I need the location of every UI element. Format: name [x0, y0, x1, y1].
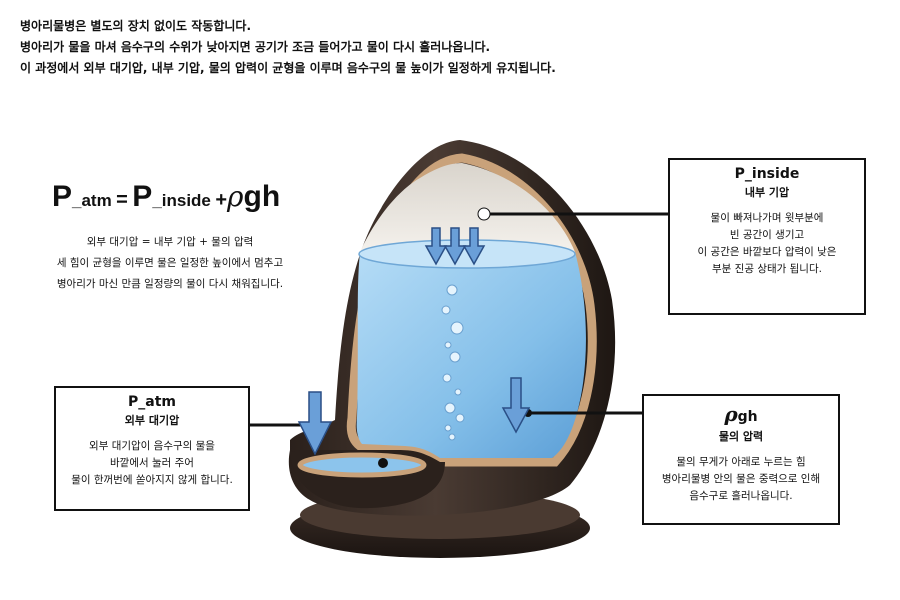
bubble	[444, 424, 452, 432]
callout-rhogh-line: 음수구로 흘러나옵니다.	[689, 490, 793, 502]
bubble	[450, 321, 464, 335]
water-body	[356, 252, 586, 458]
callout-inside-line: 이 공간은 바깥보다 압력이 낮은	[697, 246, 837, 258]
callout-rhogh-rho: ρ	[724, 402, 738, 426]
down-arrow-icon	[501, 377, 531, 434]
formula-explanation: 외부 대기압 = 내부 기압 + 물의 압력 세 힘이 균형을 이루면 물은 일…	[20, 232, 320, 295]
formula-atm-sub: _atm	[72, 191, 112, 210]
callout-rhogh-gh: gh	[737, 409, 758, 425]
callout-inside-subtitle: 내부 기압	[744, 186, 790, 199]
formula-inside-sub: _inside	[152, 191, 211, 210]
basin-opening	[378, 458, 388, 468]
bubble	[444, 402, 456, 414]
callout-rhogh-subtitle: 물의 압력	[718, 430, 764, 443]
callout-p-atm: P_atm 외부 대기압 외부 대기압이 음수구의 물을 바깥에서 눌러 주어 …	[54, 386, 250, 511]
formula-gh: gh	[243, 180, 281, 213]
down-arrow-icon	[443, 227, 467, 266]
water-surface	[358, 239, 576, 269]
bubble	[441, 305, 451, 315]
bubble	[454, 388, 462, 396]
callout-atm-line: 외부 대기압이 음수구의 물을	[89, 440, 215, 452]
formula-equals: =	[116, 189, 128, 211]
bubble	[444, 341, 452, 349]
callout-rhogh-body: 물의 무게가 아래로 누르는 힘 병아리물병 안의 물은 중력으로 인해 음수구…	[644, 454, 838, 505]
callout-atm-body: 외부 대기압이 음수구의 물을 바깥에서 눌러 주어 물이 한꺼번에 쏟아지지 …	[56, 438, 248, 489]
bubble	[442, 373, 452, 383]
bubble	[449, 351, 461, 363]
callout-inside-body: 물이 빠져나가며 윗부분에 빈 공간이 생기고 이 공간은 바깥보다 압력이 낮…	[670, 210, 864, 278]
formula-plus: +	[215, 189, 228, 211]
callout-inside-line: 물이 빠져나가며 윗부분에	[710, 212, 824, 224]
explain-line-2: 세 힘이 균형을 이루면 물은 일정한 높이에서 멈추고	[56, 257, 284, 269]
explain-line-1: 외부 대기압 = 내부 기압 + 물의 압력	[86, 236, 254, 248]
callout-rhogh-title: ρgh	[644, 402, 838, 426]
bubble	[448, 433, 456, 441]
intro-line-2: 병아리가 물을 마셔 음수구의 수위가 낮아지면 공기가 조금 들어가고 물이 …	[20, 40, 491, 54]
pressure-formula: P_atm = P_inside +ρgh	[52, 180, 292, 214]
bubble	[446, 284, 458, 296]
callout-atm-line: 바깥에서 눌러 주어	[110, 457, 194, 469]
callout-atm-subtitle: 외부 대기압	[124, 414, 180, 427]
formula-p2: P	[132, 180, 153, 213]
callout-rhogh-line: 병아리물병 안의 물은 중력으로 인해	[661, 473, 821, 485]
callout-inside-title: P_inside	[734, 166, 800, 182]
callout-p-inside: P_inside 내부 기압 물이 빠져나가며 윗부분에 빈 공간이 생기고 이…	[668, 158, 866, 315]
air-bubbles	[441, 284, 465, 441]
intro-text: 병아리물병은 별도의 장치 없이도 작동합니다. 병아리가 물을 마셔 음수구의…	[20, 16, 880, 79]
explain-line-3: 병아리가 마신 만큼 일정량의 물이 다시 채워집니다.	[56, 278, 284, 290]
down-arrow-icon	[424, 227, 448, 266]
formula-p: P	[52, 180, 73, 213]
callout-rho-gh: ρgh 물의 압력 물의 무게가 아래로 누르는 힘 병아리물병 안의 물은 중…	[642, 394, 840, 525]
callout-atm-line: 물이 한꺼번에 쏟아지지 않게 합니다.	[71, 474, 233, 486]
air-space	[360, 163, 575, 252]
intro-line-3: 이 과정에서 외부 대기압, 내부 기압, 물의 압력이 균형을 이루며 음수구…	[20, 61, 556, 75]
callout-inside-line: 빈 공간이 생기고	[729, 229, 805, 241]
callout-atm-title: P_atm	[128, 394, 176, 410]
intro-line-1: 병아리물병은 별도의 장치 없이도 작동합니다.	[20, 19, 252, 33]
down-arrow-icon	[462, 227, 486, 266]
callout-inside-line: 부분 진공 상태가 됩니다.	[712, 263, 822, 275]
basin-water	[297, 452, 427, 478]
pointer-inside-dot	[477, 207, 491, 221]
bubble	[455, 413, 465, 423]
down-arrow-icon	[297, 391, 333, 456]
callout-rhogh-line: 물의 무게가 아래로 누르는 힘	[676, 456, 806, 468]
formula-rho: ρ	[227, 180, 244, 213]
